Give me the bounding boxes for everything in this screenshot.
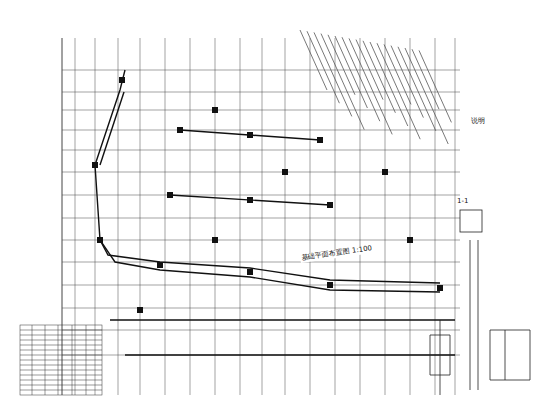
table-rule: [45, 325, 46, 395]
table-rule: [20, 390, 102, 391]
axis-line: [62, 330, 460, 331]
axis-line: [62, 150, 460, 151]
column-mark: [157, 262, 163, 268]
note-text-line: [321, 34, 364, 130]
note-text-line: [356, 40, 383, 100]
table-rule: [20, 375, 102, 376]
axis-line: [435, 38, 436, 395]
note-text-line: [412, 49, 439, 109]
note-text-line: [405, 48, 448, 144]
axis-line: [410, 38, 411, 395]
axis-line: [190, 38, 191, 395]
column-mark: [327, 282, 333, 288]
table-rule: [20, 340, 102, 341]
note-text-line: [335, 36, 367, 108]
axis-line: [455, 38, 456, 395]
axis-line: [62, 240, 460, 241]
table-rule: [32, 325, 33, 395]
axis-line: [310, 38, 311, 395]
note-text-line: [307, 31, 339, 103]
column-mark: [247, 132, 253, 138]
axis-line: [62, 262, 460, 263]
note-text-line: [328, 35, 355, 95]
axis-line: [62, 308, 460, 309]
table-rule: [20, 345, 102, 346]
column-mark: [177, 127, 183, 133]
table-rule: [20, 350, 102, 351]
axis-line: [262, 38, 263, 395]
table-rule: [20, 335, 102, 336]
column-mark: [97, 237, 103, 243]
drawing-title: 基础平面布置图 1:100: [300, 245, 374, 263]
axis-line: [62, 92, 460, 93]
axis-line: [75, 38, 76, 395]
column-mark: [92, 162, 98, 168]
note-text-line: [363, 41, 395, 113]
column-mark: [382, 169, 388, 175]
column-mark: [437, 285, 443, 291]
table-rule: [72, 325, 73, 395]
axis-line: [62, 70, 460, 71]
axis-line: [240, 38, 241, 395]
section-mark: 1-1: [456, 198, 469, 206]
note-text-line: [391, 46, 423, 118]
table-rule: [58, 325, 59, 395]
axis-line: [95, 38, 96, 395]
table-rule: [20, 365, 102, 366]
axis-line: [215, 38, 216, 395]
note-text-line: [419, 50, 451, 122]
table-rule: [86, 325, 87, 395]
table-rule: [20, 330, 102, 331]
notes-heading: 说明: [470, 118, 486, 126]
column-mark: [317, 137, 323, 143]
column-mark: [212, 107, 218, 113]
axis-line: [62, 355, 460, 356]
note-text-line: [377, 43, 420, 139]
table-rule: [20, 385, 102, 386]
note-text-line: [349, 38, 392, 134]
axis-line: [62, 218, 460, 219]
table-rule: [20, 355, 102, 356]
column-mark: [119, 77, 125, 83]
column-mark: [247, 197, 253, 203]
axis-line: [62, 172, 460, 173]
column-mark: [137, 307, 143, 313]
axis-line: [118, 38, 119, 395]
note-text-line: [384, 44, 411, 104]
axis-line: [62, 195, 460, 196]
table-rule: [20, 380, 102, 381]
axis-line: [385, 38, 386, 395]
note-text-line: [300, 30, 327, 90]
column-mark: [247, 269, 253, 275]
axis-line: [335, 38, 336, 395]
axis-line: [62, 285, 460, 286]
axis-line: [62, 38, 63, 395]
column-mark: [282, 169, 288, 175]
axis-line: [165, 38, 166, 395]
table-rule: [20, 370, 102, 371]
column-mark: [212, 237, 218, 243]
axis-line: [140, 38, 141, 395]
table-rule: [20, 360, 102, 361]
column-mark: [327, 202, 333, 208]
axis-line: [62, 130, 460, 131]
column-mark: [167, 192, 173, 198]
column-mark: [407, 237, 413, 243]
axis-line: [285, 38, 286, 395]
